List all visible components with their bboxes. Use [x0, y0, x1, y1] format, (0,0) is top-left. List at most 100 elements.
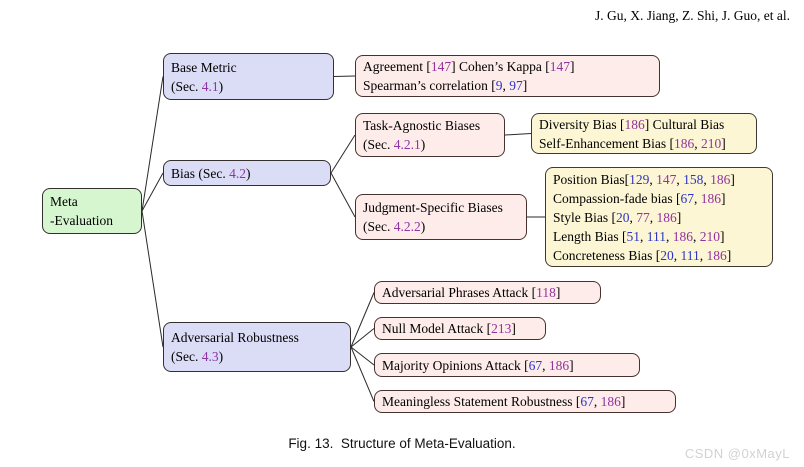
- label-text: ): [420, 137, 426, 152]
- edge-meta-evaluation--adversarial-robustness: [141, 210, 164, 348]
- node-text-line: Base Metric: [171, 58, 326, 77]
- citation-ref: 51: [626, 228, 641, 244]
- edge-meta-evaluation--bias: [141, 172, 164, 212]
- node-text-line: Agreement [147] Cohen’s Kappa [147]: [363, 57, 652, 76]
- label-text: Bias (Sec.: [171, 165, 230, 181]
- edge-adversarial-robustness--majority-opinions-attack: [350, 346, 375, 366]
- citation-ref: 186: [600, 394, 621, 409]
- node-null-model-attack: Null Model Attack [213]: [374, 317, 546, 340]
- citation-ref: 186: [710, 171, 731, 187]
- label-text: ): [218, 78, 224, 94]
- label-text: ): [246, 165, 251, 181]
- citation-ref: 213: [491, 321, 512, 336]
- label-text: ]: [720, 228, 725, 244]
- label-text: ]: [726, 247, 732, 263]
- citation-ref: 210: [699, 228, 720, 244]
- citation-ref: 186: [706, 247, 727, 263]
- section-ref: 4.2.1: [393, 137, 421, 152]
- label-text: Meaningless Statement Robustness [: [382, 394, 581, 409]
- section-ref: 4.2.2: [393, 219, 421, 234]
- section-ref: 4.3: [201, 349, 219, 364]
- node-text-line: Task-Agnostic Biases: [363, 116, 497, 135]
- label-text: Meta: [50, 194, 78, 209]
- citation-ref: 67: [680, 190, 694, 206]
- node-text-line: Position Bias[129, 147, 158, 186]: [553, 170, 765, 189]
- node-text-line: Concreteness Bias [20, 111, 186]: [553, 246, 765, 265]
- label-text: Spearman’s correlation [: [363, 78, 496, 93]
- label-text: ): [420, 219, 426, 234]
- citation-ref: 20: [616, 209, 630, 225]
- label-text: Base Metric: [171, 59, 237, 75]
- csdn-watermark: CSDN @0xMayL: [684, 446, 790, 461]
- label-text: ]: [720, 190, 726, 206]
- node-text-line: (Sec. 4.1): [171, 77, 326, 96]
- node-text-line: Bias (Sec. 4.2): [171, 164, 323, 183]
- citation-ref: 67: [528, 357, 543, 373]
- node-text-line: -Evaluation: [50, 211, 134, 230]
- node-text-line: Adversarial Phrases Attack [118]: [382, 283, 593, 302]
- node-text-line: Spearman’s correlation [9, 97]: [363, 76, 652, 95]
- edge-base-metric--agreement: [333, 75, 356, 77]
- label-text: Compassion-fade bias [: [553, 190, 681, 206]
- edge-adversarial-robustness--null-model-attack: [350, 328, 375, 348]
- label-text: (Sec.: [171, 349, 202, 364]
- node-text-line: Adversarial Robustness: [171, 328, 343, 347]
- node-majority-opinions-attack: Majority Opinions Attack [67, 186]: [374, 353, 640, 377]
- label-text: Null Model Attack [: [382, 321, 492, 336]
- label-text: ,: [699, 247, 707, 263]
- label-text: ,: [703, 171, 711, 187]
- citation-ref: 129: [629, 171, 650, 187]
- node-text-line: Diversity Bias [186] Cultural Bias: [539, 115, 749, 134]
- label-text: -Evaluation: [50, 213, 113, 228]
- node-text-line: Majority Opinions Attack [67, 186]: [382, 356, 632, 375]
- label-text: ]: [620, 394, 626, 409]
- node-text-line: Meaningless Statement Robustness [67, 18…: [382, 392, 668, 411]
- label-text: ,: [693, 228, 700, 244]
- citation-ref: 77: [636, 209, 650, 225]
- citation-ref: 67: [580, 394, 594, 409]
- node-base-metric: Base Metric (Sec. 4.1): [163, 53, 334, 100]
- label-text: ,: [649, 209, 657, 225]
- label-text: Judgment-Specific Biases: [363, 200, 503, 215]
- node-text-line: (Sec. 4.2.2): [363, 217, 519, 236]
- label-text: ]: [721, 135, 726, 151]
- label-text: ,: [666, 228, 673, 244]
- section-ref: 4.2: [229, 165, 246, 181]
- label-text: Task-Agnostic Biases: [363, 118, 481, 133]
- node-text-line: Compassion-fade bias [67, 186]: [553, 189, 765, 208]
- citation-ref: 147: [430, 59, 452, 74]
- label-text: ]: [522, 78, 528, 93]
- citation-ref: 111: [646, 228, 666, 244]
- node-bias: Bias (Sec. 4.2): [163, 160, 331, 186]
- label-text: Adversarial Phrases Attack [: [382, 285, 537, 300]
- figure-caption: Fig. 13. Structure of Meta-Evaluation.: [288, 436, 516, 451]
- label-text: (Sec.: [363, 219, 394, 234]
- citation-ref: 186: [624, 116, 645, 132]
- label-text: (Sec.: [363, 137, 394, 152]
- label-text: ]: [511, 321, 516, 336]
- label-text: Diversity Bias [: [539, 116, 625, 132]
- citation-ref: 186: [673, 135, 695, 151]
- label-text: Concreteness Bias [: [553, 247, 661, 263]
- citation-ref: 186: [672, 228, 693, 244]
- citation-ref: 97: [509, 78, 523, 93]
- label-text: Self-Enhancement Bias [: [539, 135, 674, 151]
- label-text: ]: [730, 171, 735, 187]
- label-text: ,: [693, 190, 701, 206]
- label-text: ] Cultural Bias: [644, 116, 725, 132]
- citation-ref: 147: [549, 59, 570, 74]
- label-text: (Sec.: [171, 78, 202, 94]
- label-text: ]: [569, 59, 575, 74]
- label-text: ): [218, 349, 224, 364]
- node-judgment-bias-list: Position Bias[129, 147, 158, 186]Compass…: [545, 167, 773, 267]
- label-text: ,: [694, 135, 701, 151]
- node-adversarial-phrases-attack: Adversarial Phrases Attack [118]: [374, 281, 601, 304]
- label-text: ] Cohen’s Kappa [: [451, 59, 550, 74]
- label-text: ,: [629, 209, 637, 225]
- node-agreement: Agreement [147] Cohen’s Kappa [147]Spear…: [355, 55, 660, 97]
- node-text-line: Null Model Attack [213]: [382, 319, 538, 338]
- section-ref: 4.1: [201, 78, 219, 94]
